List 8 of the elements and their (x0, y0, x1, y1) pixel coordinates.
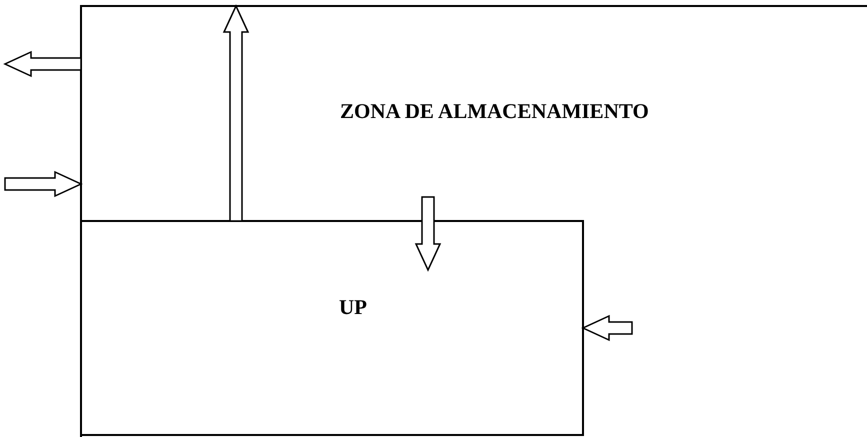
block-arrow (581, 314, 633, 342)
room-area (80, 220, 584, 436)
area-label: UP (339, 295, 367, 320)
block-arrow (3, 50, 82, 78)
block-arrow (222, 4, 250, 222)
block-arrow (414, 196, 442, 272)
area-label: ZONA DE ALMACENAMIENTO (340, 99, 649, 124)
block-arrow (4, 170, 83, 198)
